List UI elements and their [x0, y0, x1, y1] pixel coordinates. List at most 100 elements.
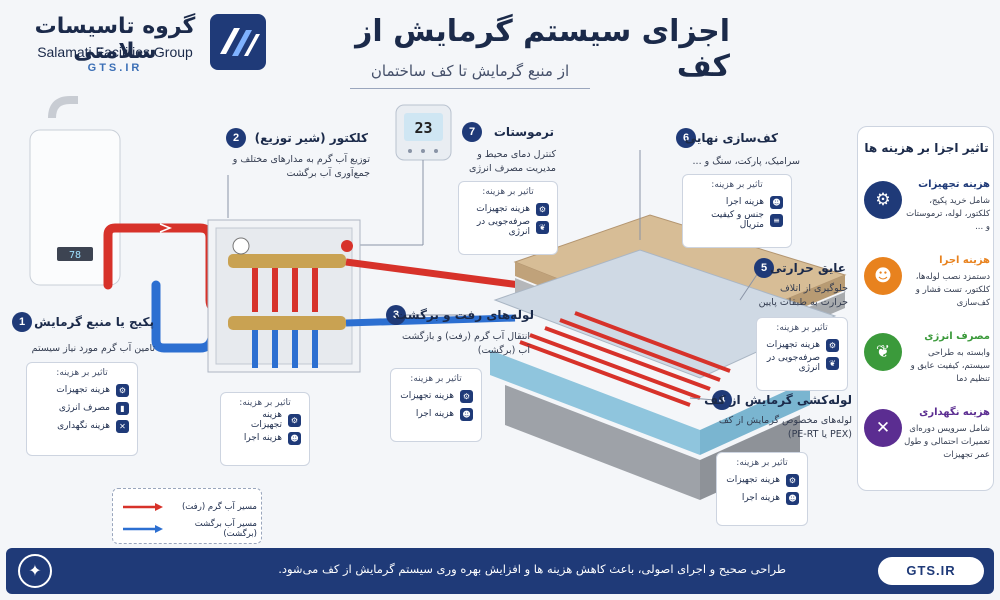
side-item-title: هزینه نگهداری [919, 407, 990, 418]
side-panel-title: تاثیر اجزا بر هزینه ها [864, 141, 989, 155]
callout-2-desc: توزیع آب گرم به مدارهای مختلف و جمع‌آوری… [232, 154, 370, 180]
callout-6-cost-card: تاثیر بر هزینه: ☻هزینه اجرا ≡جنس و کیفیت… [682, 174, 792, 248]
leaf-icon: ❦ [536, 220, 549, 234]
company-logo: گروه تاسیسات سلامتی Salamati Facilities … [10, 10, 270, 80]
callout-2-cost-card: تاثیر بر هزینه: ⚙هزینه تجهیزات ☻هزینه اج… [220, 392, 310, 466]
side-item-desc: شامل سرویس دوره‌ای تعمیرات احتمالی و طول… [904, 424, 990, 460]
cost-heading: تاثیر بر هزینه: [56, 368, 108, 378]
cost-heading: تاثیر بر هزینه: [482, 187, 534, 197]
cost-item: ☻هزینه اجرا [229, 429, 301, 447]
callout-4-title: لوله‌کشی گرمایش از کف [704, 393, 852, 407]
leaf-icon: ❦ [826, 356, 839, 370]
arrow-right-icon [123, 525, 163, 533]
callout-6-number: 6 [676, 128, 696, 148]
worker-icon: ☻ [460, 407, 473, 421]
cost-impact-panel: تاثیر اجزا بر هزینه ها ⚙ هزینه تجهیزات ش… [857, 126, 994, 491]
page-title: اجزای سیستم گرمایش از کف [355, 14, 730, 84]
tools-icon: ✕ [864, 409, 902, 447]
footer-site-link[interactable]: GTS.IR [878, 557, 984, 585]
callout-7-cost-card: تاثیر بر هزینه: ⚙هزینه تجهیزات ❦صرفه‌جوی… [458, 181, 558, 255]
gear-icon: ⚙ [460, 389, 473, 403]
cost-item: ☻هزینه اجرا [691, 193, 783, 211]
logo-name-fa: گروه تاسیسات سلامتی [34, 14, 196, 64]
callout-3-desc: انتقال آب گرم (رفت) و بازگشت آب (برگشت) [402, 331, 530, 357]
callout-3-cost-card: تاثیر بر هزینه: ⚙هزینه تجهیزات ☻هزینه اج… [390, 368, 482, 442]
callout-1-title: پکیج یا منبع گرمایش [34, 315, 154, 329]
gear-icon: ⚙ [116, 383, 129, 397]
callout-7-desc: کنترل دمای محیط و مدیریت مصرف انرژی [469, 149, 556, 175]
callout-7-number: 7 [462, 122, 482, 142]
logo-mark-icon [210, 14, 266, 70]
floor-heating-coil [519, 311, 731, 407]
worker-icon: ☻ [786, 491, 799, 505]
callout-7-title: ترموستات [493, 125, 554, 139]
page-subtitle: از منبع گرمایش تا کف ساختمان [370, 62, 570, 80]
cost-item: ☻هزینه اجرا [725, 489, 799, 507]
callout-5-number: 5 [754, 258, 774, 278]
worker-icon: ☻ [288, 431, 301, 445]
tools-icon: ✕ [116, 419, 129, 433]
legend-label: مسیر آب گرم (رفت) [181, 502, 257, 512]
legend: مسیر آب گرم (رفت) مسیر آب برگشت (برگشت) [112, 488, 262, 544]
cost-heading: تاثیر بر هزینه: [711, 180, 763, 190]
cost-item: ⚙هزینه تجهیزات [35, 381, 129, 399]
callout-4-cost-card: تاثیر بر هزینه: ⚙هزینه تجهیزات ☻هزینه اج… [716, 452, 808, 526]
arrow-right-icon [123, 503, 163, 511]
gear-icon: ⚙ [826, 338, 839, 352]
thermostat-display: 23 [414, 119, 432, 137]
gear-icon: ⚙ [536, 202, 549, 216]
legend-item-supply: مسیر آب گرم (رفت) [121, 499, 257, 515]
callout-1-desc: تامین آب گرم مورد نیاز سیستم [31, 343, 155, 354]
cost-item: ⚙هزینه تجهیزات [467, 200, 549, 218]
layers-icon: ≡ [770, 213, 783, 227]
cost-item: ❦صرفه‌جویی در انرژی [765, 353, 839, 373]
side-item-energy: ❦ مصرف انرژی وابسته به طراحی سیستم، کیفی… [864, 329, 991, 404]
worker-icon: ☻ [770, 195, 783, 209]
cost-item: ☻هزینه اجرا [399, 405, 473, 423]
callout-1-cost-card: تاثیر بر هزینه: ⚙هزینه تجهیزات ▮مصرف انر… [26, 362, 138, 456]
callout-2-number: 2 [226, 128, 246, 148]
side-item-desc: دستمزد نصب لوله‌ها، کلکتور، تست فشار و ک… [915, 272, 990, 308]
callout-3-title: لوله‌های رفت و برگشت [395, 308, 534, 322]
manifold-cabinet [207, 219, 361, 373]
side-item-title: هزینه تجهیزات [918, 179, 990, 190]
cost-item: ❦صرفه‌جویی در انرژی [467, 217, 549, 237]
footer-text: طراحی صحیح و اجرای اصولی، باعث کاهش هزین… [278, 562, 786, 576]
worker-icon: ☻ [864, 257, 902, 295]
boiler-display: 78 [69, 250, 81, 261]
legend-label: مسیر آب برگشت (برگشت) [194, 519, 257, 539]
gear-icon: ⚙ [786, 473, 799, 487]
side-item-desc: شامل خرید پکیج، کلکتور، لوله، ترموستات و… [906, 196, 990, 232]
side-item-title: هزینه اجرا [939, 255, 990, 266]
cost-heading: تاثیر بر هزینه: [410, 374, 462, 384]
callout-5-cost-card: تاثیر بر هزینه: ⚙هزینه تجهیزات ❦صرفه‌جوی… [756, 317, 848, 391]
legend-item-return: مسیر آب برگشت (برگشت) [121, 519, 257, 539]
callout-3-number: 3 [386, 305, 406, 325]
thermostat-device: 23 [395, 104, 452, 161]
gear-icon: ⚙ [864, 181, 902, 219]
logo-site: GTS.IR [87, 62, 143, 74]
callout-5-desc: جلوگیری از اتلاف حرارت به طبقات پایین [758, 283, 848, 309]
cost-item: ≡جنس و کیفیت متریال [691, 210, 783, 230]
callout-4-desc: لوله‌های مخصوص گرمایش از کف (PEX یا PE-R… [718, 415, 852, 441]
cost-heading: تاثیر بر هزینه: [736, 458, 788, 468]
side-item-installation: ☻ هزینه اجرا دستمزد نصب لوله‌ها، کلکتور،… [864, 253, 991, 328]
cost-item: ⚙هزینه تجهیزات [725, 471, 799, 489]
cost-item: ⚙هزینه تجهیزات [399, 387, 473, 405]
cost-heading: تاثیر بر هزینه: [239, 398, 291, 408]
callout-6-title: کف‌سازی نهایی [684, 131, 778, 145]
subtitle-divider [350, 88, 590, 89]
callout-1-number: 1 [12, 312, 32, 332]
callout-5-title: عایق حرارتی [770, 261, 846, 275]
cost-item: ⚙هزینه تجهیزات [765, 336, 839, 354]
cost-item: ⚙هزینه تجهیزات [229, 410, 301, 430]
callout-6-desc: سرامیک، پارکت، سنگ و ... [692, 156, 800, 167]
manifold-loops [232, 237, 353, 368]
callout-2-title: کلکتور (شیر توزیع) [254, 131, 368, 145]
cost-heading: تاثیر بر هزینه: [776, 323, 828, 333]
cost-item: ▮مصرف انرژی [35, 399, 129, 417]
logo-name-en: Salamati Facilities Group [37, 44, 193, 60]
leaf-icon: ❦ [864, 333, 902, 371]
side-item-desc: وابسته به طراحی سیستم، کیفیت عایق و تنظی… [910, 348, 990, 384]
lightbulb-icon: ✦ [18, 554, 52, 588]
